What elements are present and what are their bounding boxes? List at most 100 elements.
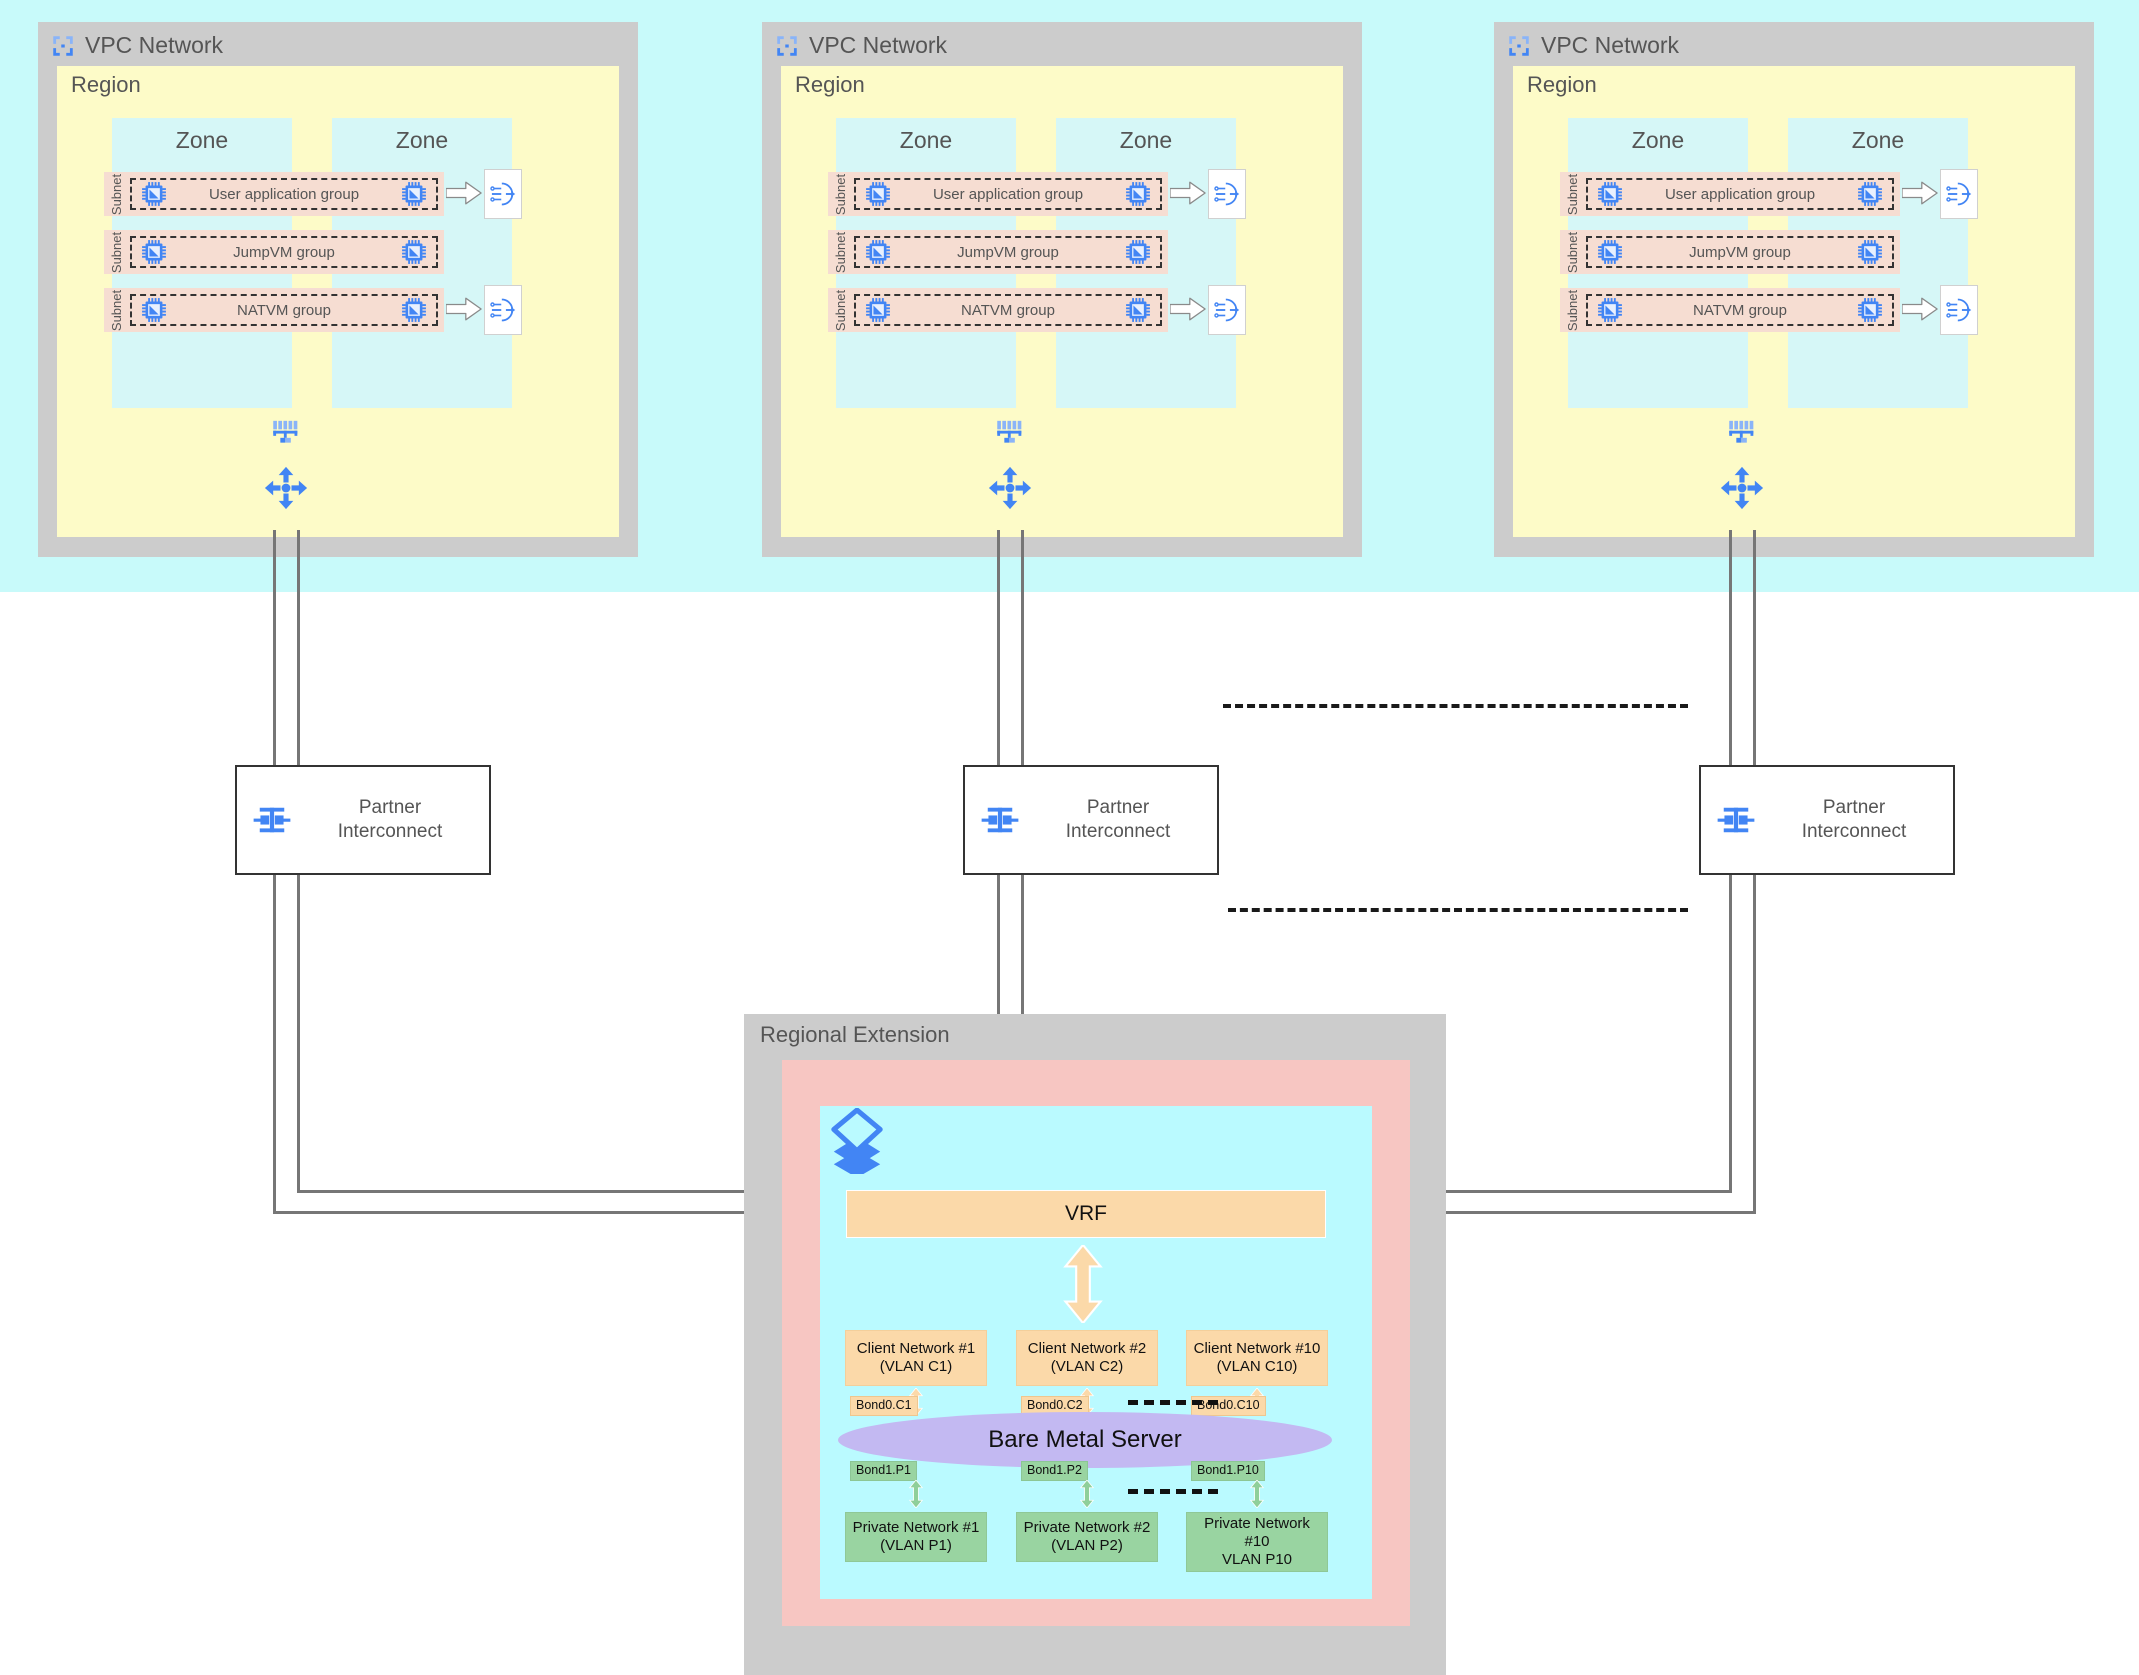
partner-interconnect-icon-svg bbox=[981, 807, 1019, 833]
client-network-name-2: Client Network #10 bbox=[1193, 1339, 1321, 1357]
flow-arrow-right-svg bbox=[1169, 297, 1206, 321]
flow-arrow-right-svg bbox=[1901, 181, 1938, 205]
private-bond-tag-1: Bond1.P2 bbox=[1021, 1461, 1088, 1481]
partner-interconnect-icon bbox=[251, 799, 293, 841]
cloud-router-icon bbox=[1720, 466, 1764, 510]
vm-chip-icon-svg bbox=[402, 240, 426, 264]
network-switch-icon-svg bbox=[273, 420, 298, 443]
vm-chip-icon-svg bbox=[1858, 182, 1882, 206]
subnet-vertical-label-2-2: Subnet bbox=[1565, 289, 1581, 331]
subnet-vertical-label-1-1: Subnet bbox=[833, 231, 849, 273]
private-network-num-0: (VLAN P1) bbox=[880, 1537, 952, 1554]
zone-label-2-1: Zone bbox=[1851, 127, 1905, 153]
vm-chip-icon-svg bbox=[1858, 240, 1882, 264]
instance-group-2-0: User application group bbox=[1586, 178, 1894, 210]
instance-group-1-2: NATVM group bbox=[854, 294, 1162, 326]
vrf-to-client-arrow bbox=[1062, 1243, 1104, 1328]
region-box-1: Region Zone Zone Subnet bbox=[781, 66, 1343, 537]
partner-interconnect-box-2[interactable]: Partner Interconnect bbox=[1699, 765, 1955, 875]
client-network-name-1: Client Network #2 bbox=[1027, 1339, 1147, 1357]
partner-interconnect-icon bbox=[979, 799, 1021, 841]
regional-extension-label: Regional Extension bbox=[760, 1022, 950, 1047]
vm-chip-icon-svg bbox=[142, 182, 166, 206]
group-label-0-2: NATVM group bbox=[237, 301, 331, 319]
zone-label-0-0: Zone bbox=[175, 127, 229, 153]
instance-group-2-1: JumpVM group bbox=[1586, 236, 1894, 268]
vpc-network-icon-svg bbox=[1509, 35, 1529, 56]
dashed-separator-top bbox=[1223, 704, 1688, 708]
private-bond-tag-2: Bond1.P10 bbox=[1191, 1461, 1265, 1481]
region-label-2: Region bbox=[1527, 72, 1597, 97]
instance-group-1-1: JumpVM group bbox=[854, 236, 1162, 268]
subnet-vertical-label-0-2: Subnet bbox=[109, 289, 125, 331]
vm-chip-icon-svg bbox=[1126, 298, 1150, 322]
vrf-box[interactable]: VRF bbox=[846, 1190, 1326, 1238]
vm-chip-icon bbox=[1857, 181, 1883, 207]
vm-chip-icon-svg bbox=[1126, 182, 1150, 206]
vm-chip-icon bbox=[865, 297, 891, 323]
subnet-vertical-label-0-0: Subnet bbox=[109, 173, 125, 215]
group-label-0-0: User application group bbox=[208, 185, 360, 203]
subnet-row-2-1: Subnet JumpVM group bbox=[1560, 230, 1900, 274]
vm-chip-icon-svg bbox=[1858, 298, 1882, 322]
client-network-box-1[interactable]: Client Network #2 (VLAN C2) bbox=[1016, 1330, 1158, 1386]
vpc-network-icon-svg bbox=[777, 35, 797, 56]
cloud-nat-gateway-icon-svg bbox=[1214, 298, 1240, 322]
vm-chip-icon bbox=[1597, 181, 1623, 207]
cloud-router-icon-svg bbox=[1720, 466, 1764, 510]
client-network-vlan-1: (VLAN C2) bbox=[1050, 1358, 1124, 1375]
vm-chip-icon bbox=[1597, 239, 1623, 265]
private-network-box-0[interactable]: Private Network #1 (VLAN P1) bbox=[845, 1512, 987, 1562]
cloud-nat-gateway-2-0[interactable] bbox=[1940, 169, 1978, 219]
vm-chip-icon bbox=[401, 181, 427, 207]
cloud-router-icon bbox=[264, 466, 308, 510]
flow-arrow-2-0 bbox=[1901, 181, 1938, 210]
partner-interconnect-box-1[interactable]: Partner Interconnect bbox=[963, 765, 1219, 875]
vm-chip-icon bbox=[1857, 239, 1883, 265]
private-bond-arrow-0 bbox=[906, 1479, 926, 1513]
group-label-1-0: User application group bbox=[932, 185, 1084, 203]
private-network-num-2: #10 bbox=[1244, 1532, 1270, 1550]
bare-metal-server[interactable]: Bare Metal Server bbox=[838, 1412, 1332, 1468]
partner-interconnect-box-0[interactable]: Partner Interconnect bbox=[235, 765, 491, 875]
client-network-box-2[interactable]: Client Network #10 (VLAN C10) bbox=[1186, 1330, 1328, 1386]
partner-interconnect-label-0: Partner Interconnect bbox=[337, 797, 443, 842]
subnet-row-1-0: Subnet User applicati bbox=[828, 172, 1168, 216]
subnet-row-1-2: Subnet NATVM group bbox=[828, 288, 1168, 332]
vpc2-line-b-horizontal bbox=[1326, 1211, 1756, 1214]
flow-arrow-0-2 bbox=[445, 297, 482, 326]
cloud-nat-gateway-1-0[interactable] bbox=[1208, 169, 1246, 219]
group-label-1-2: NATVM group bbox=[961, 301, 1055, 319]
vpc2-line-a-horizontal bbox=[1326, 1190, 1732, 1193]
subnet-row-0-0: Subnet User applicati bbox=[104, 172, 444, 216]
client-network-name-0: Client Network #1 bbox=[856, 1339, 976, 1357]
flow-arrow-right-svg bbox=[445, 297, 482, 321]
cloud-nat-gateway-icon-svg bbox=[490, 298, 516, 322]
zone-label-0-1: Zone bbox=[395, 127, 449, 153]
cloud-nat-gateway-0-0[interactable] bbox=[484, 169, 522, 219]
bidirectional-arrow-svg bbox=[1063, 1243, 1103, 1325]
private-network-box-1[interactable]: Private Network #2 (VLAN P2) bbox=[1016, 1512, 1158, 1562]
network-switch-icon bbox=[269, 418, 303, 452]
private-network-name-0: Private Network #1 bbox=[852, 1518, 980, 1536]
cloud-nat-gateway-1-2[interactable] bbox=[1208, 285, 1246, 335]
vpc-network-icon bbox=[1506, 33, 1532, 59]
vm-chip-icon bbox=[141, 297, 167, 323]
cloud-nat-gateway-2-2[interactable] bbox=[1940, 285, 1978, 335]
vm-chip-icon-svg bbox=[866, 182, 890, 206]
flow-arrow-1-2 bbox=[1169, 297, 1206, 326]
network-switch-icon-svg bbox=[1729, 420, 1754, 443]
cloud-nat-gateway-icon bbox=[1945, 296, 1973, 324]
network-switch-icon-svg bbox=[997, 420, 1022, 443]
vpc-block-0: VPC Network Region Zone Zone Subnet bbox=[38, 22, 638, 557]
private-bond-tag-0: Bond1.P1 bbox=[850, 1461, 917, 1481]
region-box-0: Region Zone Zone Subnet bbox=[57, 66, 619, 537]
private-network-box-2[interactable]: Private Network #10 VLAN P10 bbox=[1186, 1512, 1328, 1572]
partner-interconnect-icon bbox=[1715, 799, 1757, 841]
cloud-nat-gateway-0-2[interactable] bbox=[484, 285, 522, 335]
cloud-router-icon-svg bbox=[988, 466, 1032, 510]
client-network-box-0[interactable]: Client Network #1 (VLAN C1) bbox=[845, 1330, 987, 1386]
vm-chip-icon bbox=[141, 181, 167, 207]
vm-chip-icon-svg bbox=[142, 298, 166, 322]
vm-chip-icon bbox=[1125, 297, 1151, 323]
